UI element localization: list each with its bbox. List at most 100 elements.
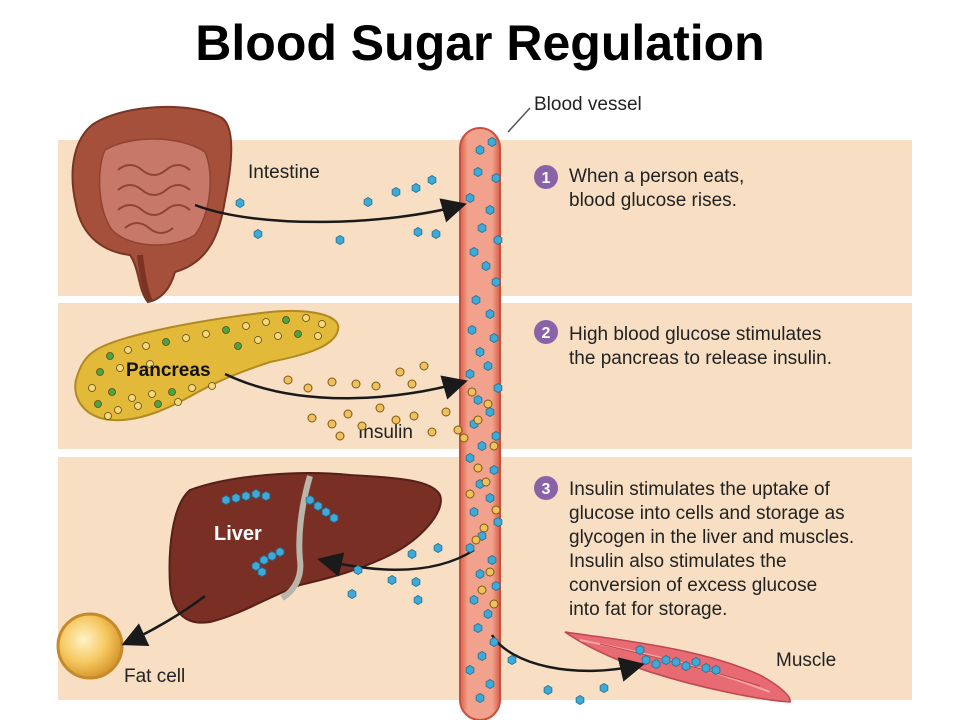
glucose-molecule bbox=[691, 657, 701, 667]
glucose-molecule bbox=[489, 333, 499, 343]
step-3-text-line-1: Insulin stimulates the uptake of bbox=[569, 479, 831, 500]
step-2-number: 2 bbox=[542, 325, 551, 342]
pancreas-cell bbox=[174, 398, 182, 406]
glucose-molecule bbox=[491, 581, 501, 591]
insulin-molecule bbox=[283, 375, 293, 385]
insulin-molecule bbox=[489, 441, 499, 451]
glucose-molecule bbox=[475, 145, 485, 155]
insulin-molecule bbox=[427, 427, 437, 437]
glucose-molecule bbox=[635, 645, 645, 655]
glucose-molecule bbox=[251, 489, 261, 499]
glucose-molecule bbox=[477, 441, 487, 451]
pancreas-cells bbox=[88, 314, 326, 420]
glucose-molecule bbox=[681, 661, 691, 671]
glucose-molecule bbox=[253, 229, 263, 239]
step-2: 2 High blood glucose stimulates the panc… bbox=[534, 320, 832, 369]
glucose-molecule bbox=[491, 173, 501, 183]
pancreas-cell bbox=[142, 342, 150, 350]
insulin-molecule bbox=[467, 387, 477, 397]
glucose-molecule bbox=[471, 295, 481, 305]
pancreas-cell bbox=[146, 360, 154, 368]
glucose-molecule bbox=[491, 431, 501, 441]
glucose-molecule bbox=[469, 507, 479, 517]
insulin-molecule bbox=[343, 409, 353, 419]
glucose-molecule bbox=[305, 495, 315, 505]
step-3-badge bbox=[534, 476, 558, 500]
pancreas-cell bbox=[234, 342, 242, 350]
glucose-molecule bbox=[231, 493, 241, 503]
glucose-molecule bbox=[469, 595, 479, 605]
pancreas-label: Pancreas bbox=[126, 360, 211, 381]
glucose-molecule bbox=[671, 657, 681, 667]
pancreas-cell bbox=[242, 322, 250, 330]
insulin-molecules bbox=[283, 361, 501, 609]
insulin-molecule bbox=[459, 433, 469, 443]
glucose-molecule bbox=[491, 277, 501, 287]
pancreas-cell bbox=[318, 320, 326, 328]
glucose-molecule bbox=[483, 609, 493, 619]
pancreas-cell bbox=[314, 332, 322, 340]
glucose-molecule bbox=[433, 543, 443, 553]
glucose-molecule bbox=[411, 183, 421, 193]
glucose-molecule bbox=[321, 507, 331, 517]
intestine-label: Intestine bbox=[248, 162, 320, 183]
insulin-molecule bbox=[419, 361, 429, 371]
insulin-molecule bbox=[477, 585, 487, 595]
pancreas-cell bbox=[182, 334, 190, 342]
pancreas-cell bbox=[108, 388, 116, 396]
fat-cell-label: Fat cell bbox=[124, 666, 185, 687]
step-1-badge bbox=[534, 165, 558, 189]
glucose-molecule bbox=[241, 491, 251, 501]
glucose-molecule bbox=[477, 651, 487, 661]
insulin-molecule bbox=[473, 415, 483, 425]
glucose-molecule bbox=[641, 655, 651, 665]
pancreas-cell bbox=[188, 384, 196, 392]
glucose-molecule bbox=[711, 665, 721, 675]
insulin-label: Insulin bbox=[358, 422, 413, 443]
glucose-molecule bbox=[353, 565, 363, 575]
muscle-label: Muscle bbox=[776, 650, 836, 671]
page-title: Blood Sugar Regulation bbox=[195, 15, 765, 71]
glucose-molecule bbox=[431, 229, 441, 239]
insulin-molecule bbox=[307, 413, 317, 423]
pancreas-cell bbox=[202, 330, 210, 338]
liver-label: Liver bbox=[214, 523, 262, 545]
glucose-molecule bbox=[261, 491, 271, 501]
glucose-molecule bbox=[257, 567, 267, 577]
glucose-molecule bbox=[493, 517, 503, 527]
glucose-molecule bbox=[413, 595, 423, 605]
pancreas-cell bbox=[104, 412, 112, 420]
pancreas-cell bbox=[124, 346, 132, 354]
arrow-pancreas-to-vessel bbox=[224, 372, 468, 400]
glucose-molecule bbox=[661, 655, 671, 665]
glucose-molecule bbox=[411, 577, 421, 587]
insulin-molecule bbox=[481, 477, 491, 487]
pancreas-cell bbox=[96, 368, 104, 376]
step-1-text-line-1: When a person eats, bbox=[569, 166, 744, 187]
glucose-molecule bbox=[347, 589, 357, 599]
pancreas-cell bbox=[262, 318, 270, 326]
insulin-molecule bbox=[491, 505, 501, 515]
step-2-badge bbox=[534, 320, 558, 344]
arrow-liver-to-fat-cell bbox=[121, 595, 206, 647]
glucose-molecule bbox=[259, 555, 269, 565]
glucose-molecule bbox=[543, 685, 553, 695]
glucose-molecule bbox=[489, 637, 499, 647]
pancreas-cell bbox=[154, 400, 162, 408]
glucose-molecule bbox=[313, 501, 323, 511]
pancreas-cell bbox=[128, 394, 136, 402]
glucose-molecule bbox=[475, 569, 485, 579]
pancreas-cell bbox=[148, 390, 156, 398]
arrow-intestine-to-vessel bbox=[194, 198, 467, 224]
step-1-number: 1 bbox=[542, 170, 551, 187]
insulin-molecule bbox=[441, 407, 451, 417]
step-1: 1 When a person eats, blood glucose rise… bbox=[534, 165, 744, 211]
pancreas-cell bbox=[274, 332, 282, 340]
pancreas-cell bbox=[294, 330, 302, 338]
step-3-text-line-4: Insulin also stimulates the bbox=[569, 551, 787, 572]
insulin-molecule bbox=[409, 411, 419, 421]
pancreas-cell bbox=[222, 326, 230, 334]
glucose-molecule bbox=[473, 167, 483, 177]
arrow-vessel-to-liver bbox=[317, 548, 475, 577]
